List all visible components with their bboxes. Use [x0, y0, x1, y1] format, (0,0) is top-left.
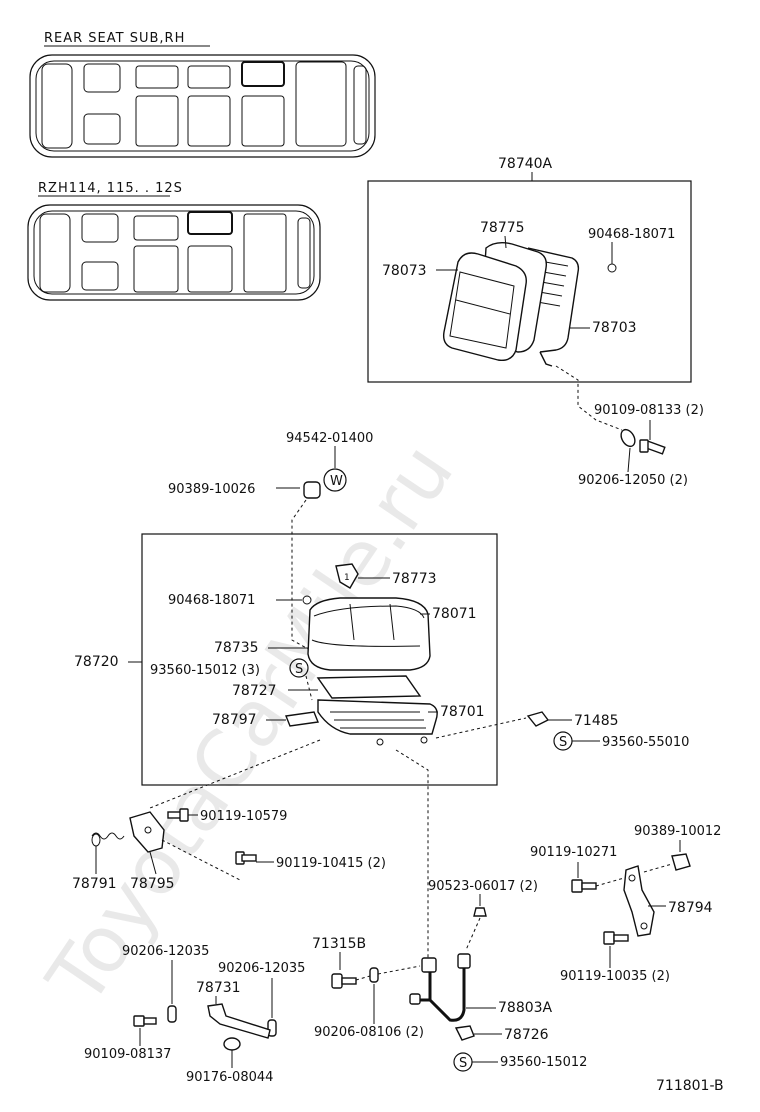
seat-cushion-78071	[307, 597, 431, 671]
diagram-id: 711801-B	[656, 1078, 724, 1094]
cushion-90389-10012	[671, 853, 691, 871]
dash-frame-down	[395, 749, 429, 960]
seat-sub-title: REAR SEAT SUB,RH	[44, 31, 185, 46]
dash-90389-seat	[291, 499, 311, 651]
symbol-w-letter: W	[330, 474, 343, 489]
bolt-90119-10035	[603, 931, 629, 945]
label-78803A: 78803A	[498, 1000, 553, 1016]
label-90206-12050: 90206-12050 (2)	[578, 473, 688, 488]
label-90206-12035-b: 90206-12035	[218, 961, 305, 976]
bracket-78795	[129, 811, 165, 853]
label-93560-15012-3: 93560-15012 (3)	[150, 663, 260, 678]
van-layout-2	[27, 204, 321, 301]
label-90523-06017: 90523-06017 (2)	[428, 879, 538, 894]
clip-90468-18071-top	[607, 263, 617, 273]
seat-cushion-assembly-box	[141, 533, 498, 786]
label-78726: 78726	[504, 1027, 549, 1043]
label-93560-15012: 93560-15012	[500, 1055, 587, 1070]
svg-text:1: 1	[344, 573, 350, 583]
symbol-s-1	[289, 658, 309, 678]
lock-78773: 1	[335, 563, 359, 589]
pad-78797	[285, 711, 319, 727]
label-90119-10579: 90119-10579	[200, 809, 287, 824]
dash-90523	[465, 917, 481, 951]
dash-78795-bolt	[161, 839, 241, 881]
bolt-90109-08137	[133, 1015, 157, 1027]
label-90119-10415: 90119-10415 (2)	[276, 856, 386, 871]
label-90206-08106: 90206-08106 (2)	[314, 1025, 424, 1040]
cushion-90389-10026	[303, 481, 321, 499]
label-90176-08044: 90176-08044	[186, 1070, 273, 1085]
label-71315B: 71315B	[312, 936, 366, 952]
label-90468-18071-mid: 90468-18071	[168, 593, 255, 608]
label-90206-12035-a: 90206-12035	[122, 944, 209, 959]
label-78703: 78703	[592, 320, 637, 336]
link-78731	[207, 1003, 271, 1039]
dash-78703-bolt	[555, 365, 623, 431]
cushion-90176-08044	[223, 1037, 241, 1051]
knob-71315B	[331, 973, 357, 989]
clamp-78726	[454, 1025, 475, 1041]
bolt-90119-10415	[235, 851, 257, 865]
dash-90119-10271	[595, 863, 673, 887]
clip-90468-18071-mid	[302, 595, 312, 605]
label-78735: 78735	[214, 640, 259, 656]
label-78731: 78731	[196, 980, 241, 996]
clip-90523-06017	[473, 907, 487, 917]
label-94542-01400: 94542-01400	[286, 431, 373, 446]
label-90109-08133: 90109-08133 (2)	[594, 403, 704, 418]
label-78797: 78797	[212, 712, 257, 728]
label-90119-10271: 90119-10271	[530, 845, 617, 860]
dash-71485	[435, 717, 527, 739]
cable-78803A	[409, 953, 471, 1022]
label-78794: 78794	[668, 900, 713, 916]
seat-back-cover-78073	[442, 252, 527, 361]
label-90389-10026: 90389-10026	[168, 482, 255, 497]
seat-frame-78701	[317, 699, 438, 746]
washer-90206-12050	[620, 428, 636, 448]
model-code: RZH114, 115. . 12S	[38, 181, 183, 196]
bracket-78794	[623, 865, 655, 937]
label-90468-18071-top: 90468-18071	[588, 227, 675, 242]
label-78795: 78795	[130, 876, 175, 892]
bolt-90109-08133	[639, 439, 666, 455]
label-78701: 78701	[440, 704, 485, 720]
label-78073: 78073	[382, 263, 427, 279]
symbol-s-3-letter: S	[459, 1056, 467, 1071]
cap-71485	[526, 711, 550, 727]
leader-78775	[504, 235, 507, 249]
label-93560-55010: 93560-55010	[602, 735, 689, 750]
leader-78795	[149, 851, 157, 875]
leader-90206-12050	[627, 447, 631, 473]
label-78740A: 78740A	[498, 156, 553, 172]
label-90389-10012: 90389-10012	[634, 824, 721, 839]
van-layout-1	[29, 54, 376, 158]
symbol-s-2-letter: S	[559, 735, 567, 750]
label-78720: 78720	[74, 654, 119, 670]
label-78775: 78775	[480, 220, 525, 236]
seat-back-assembly-box	[367, 180, 692, 383]
bolt-90119-10271	[571, 879, 597, 893]
dash-frame-left	[149, 739, 321, 809]
dash-78727	[305, 675, 313, 701]
label-90109-08137: 90109-08137	[84, 1047, 171, 1062]
dash-71315B	[355, 965, 421, 981]
label-90119-10035: 90119-10035 (2)	[560, 969, 670, 984]
label-71485: 71485	[574, 713, 619, 729]
symbol-w	[323, 468, 347, 492]
seat-pad-78727	[316, 675, 422, 699]
label-78791: 78791	[72, 876, 117, 892]
clip-90206-12035-a	[167, 1005, 177, 1023]
label-78727: 78727	[232, 683, 277, 699]
label-78773: 78773	[392, 571, 437, 587]
label-78071: 78071	[432, 606, 477, 622]
symbol-s-1-letter: S	[295, 662, 303, 677]
clip-90206-08106	[369, 967, 379, 983]
